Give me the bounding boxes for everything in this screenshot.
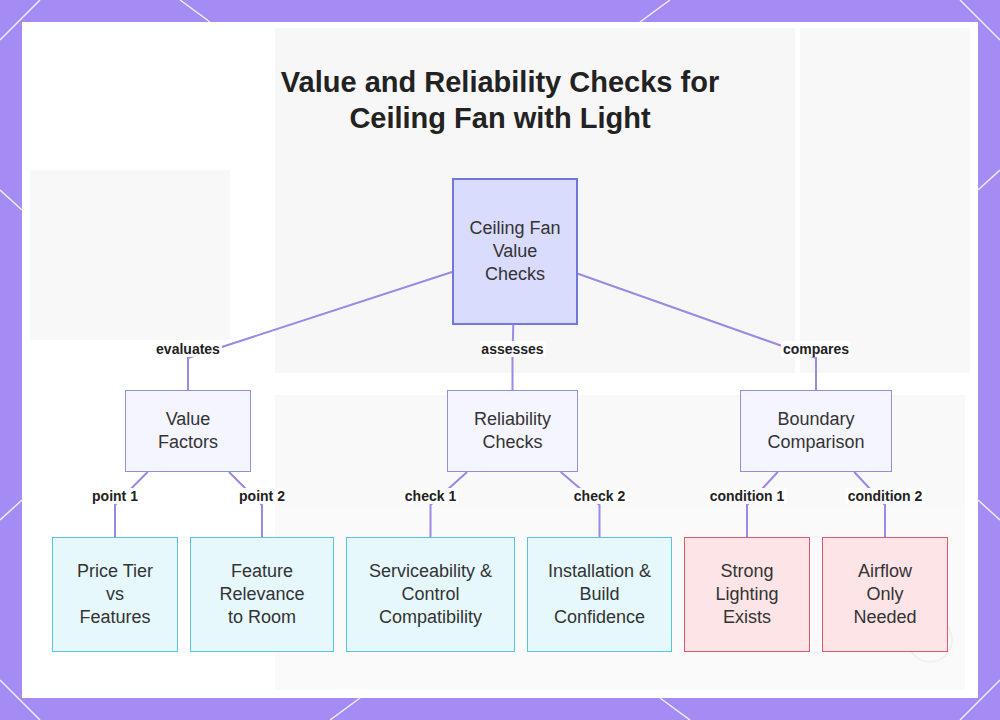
- condition-box: Airflow Only Needed: [822, 537, 948, 652]
- node-text: Price Tier vs Features: [69, 560, 161, 629]
- check-box: Serviceability & Control Compatibility: [346, 537, 515, 652]
- pattern-line: [330, 698, 360, 720]
- edge-label: compares: [781, 341, 851, 357]
- connector-line: [229, 472, 262, 537]
- node-text: Ceiling Fan Value Checks: [468, 217, 562, 286]
- edge-label: point 2: [237, 488, 287, 504]
- pattern-line: [978, 500, 1000, 520]
- node-text: Feature Relevance to Room: [214, 560, 310, 629]
- node-text: Reliability Checks: [461, 408, 565, 454]
- pattern-line: [180, 0, 210, 22]
- pattern-line: [0, 190, 22, 210]
- category-box: Reliability Checks: [447, 390, 578, 472]
- node-text: Airflow Only Needed: [850, 560, 920, 629]
- edge-label: evaluates: [154, 341, 222, 357]
- blurred-backdrop: [30, 28, 970, 690]
- check-box: Feature Relevance to Room: [190, 537, 334, 652]
- connector-line: [512, 325, 515, 390]
- connector-line: [747, 472, 778, 537]
- connector-line: [188, 272, 452, 390]
- connector-line: [561, 472, 600, 537]
- connector-line: [431, 472, 468, 537]
- category-box: Boundary Comparison: [740, 390, 892, 472]
- backdrop-block: [800, 28, 970, 373]
- root-box: Ceiling Fan Value Checks: [452, 178, 578, 325]
- pattern-line: [640, 0, 670, 22]
- pattern-line: [0, 500, 22, 520]
- backdrop-block: [275, 395, 965, 690]
- edge-label: assesses: [479, 341, 545, 357]
- connector-line: [578, 274, 816, 390]
- backdrop-block: [30, 170, 230, 340]
- node-text: Value Factors: [146, 408, 230, 454]
- check-box: Installation & Build Confidence: [527, 537, 672, 652]
- pattern-line: [978, 170, 1000, 190]
- node-text: Serviceability & Control Compatibility: [368, 560, 494, 629]
- edge-label: condition 2: [846, 488, 925, 504]
- category-box: Value Factors: [125, 390, 251, 472]
- edge-label: check 2: [572, 488, 627, 504]
- diagram-title: Value and Reliability Checks for Ceiling…: [240, 64, 760, 136]
- check-box: Price Tier vs Features: [52, 537, 178, 652]
- condition-box: Strong Lighting Exists: [684, 537, 810, 652]
- edge-label: point 1: [90, 488, 140, 504]
- node-text: Installation & Build Confidence: [548, 560, 652, 629]
- node-text: Strong Lighting Exists: [708, 560, 786, 629]
- node-text: Boundary Comparison: [758, 408, 874, 454]
- connector-line: [115, 472, 148, 537]
- pattern-line: [660, 698, 690, 720]
- edge-label: condition 1: [708, 488, 787, 504]
- connector-line: [854, 472, 885, 537]
- edge-label: check 1: [403, 488, 458, 504]
- white-panel: [22, 22, 978, 698]
